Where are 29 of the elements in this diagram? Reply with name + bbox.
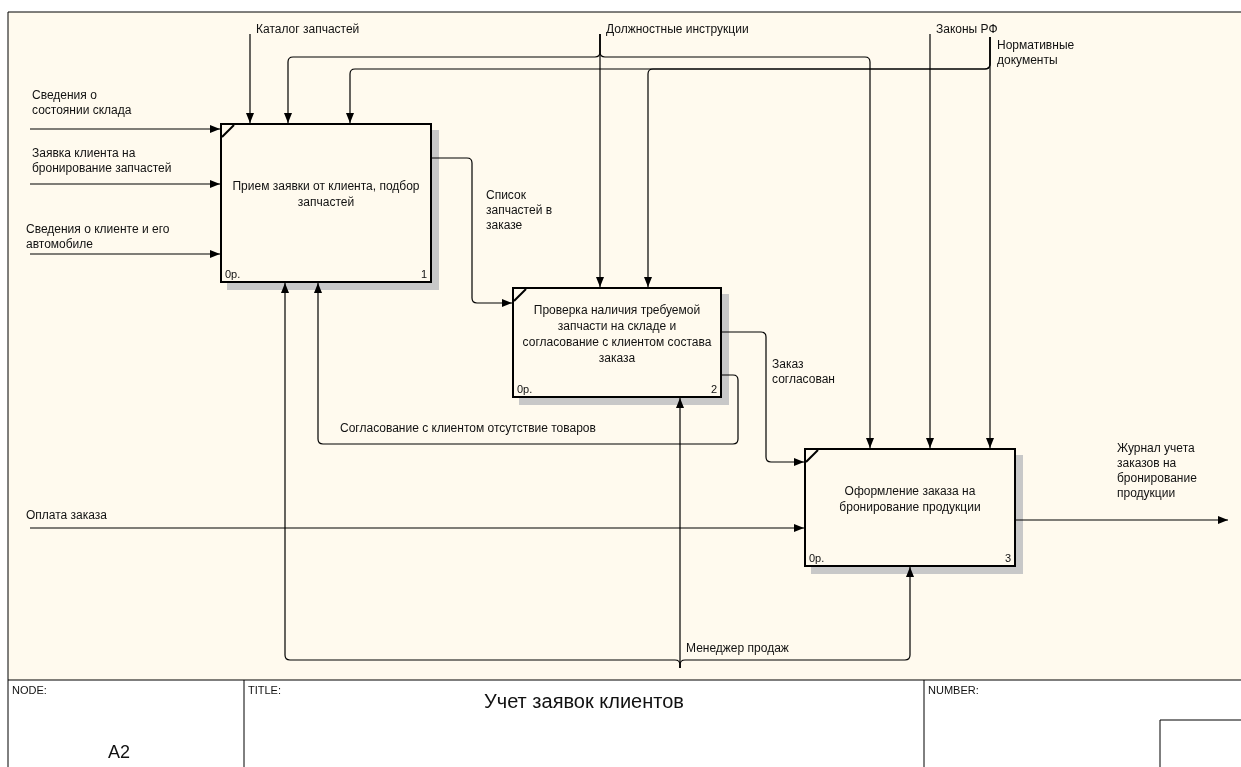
arrow xyxy=(29,524,805,532)
arrow xyxy=(926,33,934,449)
arrow xyxy=(29,250,221,258)
process-label: Оформление заказа на бронирование продукции xyxy=(838,482,982,515)
arrow xyxy=(314,282,739,445)
edge-label: Законы РФ xyxy=(936,22,998,37)
field-caption: NUMBER: xyxy=(928,684,979,696)
field-caption: NODE: xyxy=(12,684,47,696)
arrow xyxy=(29,125,221,133)
arrow xyxy=(721,331,805,466)
node-id: A2 xyxy=(108,742,131,763)
edge-label: Должностные инструкции xyxy=(606,22,749,37)
field-caption: TITLE: xyxy=(248,684,281,696)
box-number: 1 xyxy=(420,268,427,280)
edge-label: Менеджер продаж xyxy=(686,641,789,656)
cost-label: 0р. xyxy=(517,383,533,395)
arrow xyxy=(599,33,874,449)
cost-label: 0р. xyxy=(809,552,825,564)
box-number: 3 xyxy=(1004,552,1011,564)
arrow xyxy=(1015,516,1229,524)
edge-label: Согласование с клиентом отсутствие товаров xyxy=(340,421,596,436)
arrow xyxy=(246,33,254,124)
arrow xyxy=(679,566,914,669)
box-number: 2 xyxy=(710,383,717,395)
process-label: Проверка наличия требуемой запчасти на складе и согласование с клиентом состава заказа xyxy=(522,301,712,366)
process-label: Прием заявки от клиента, подбор запчастей xyxy=(231,178,421,210)
arrow xyxy=(29,180,221,188)
arrow xyxy=(431,157,513,307)
cost-label: 0р. xyxy=(225,268,241,280)
